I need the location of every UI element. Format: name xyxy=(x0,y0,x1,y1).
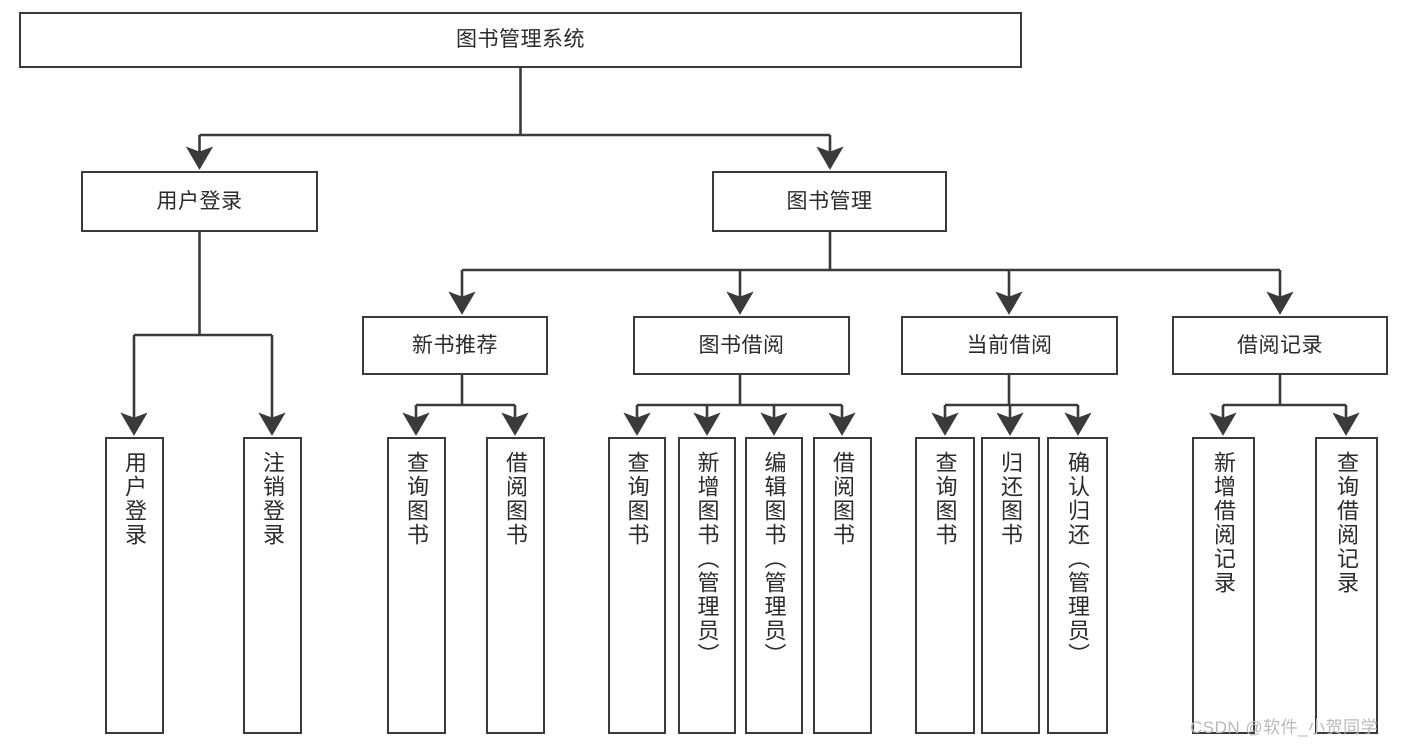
node-leaf-logout[interactable]: 注销登录 xyxy=(243,437,302,734)
node-book-borrow-label: 图书借阅 xyxy=(698,333,785,357)
node-current-borrow-label: 当前借阅 xyxy=(966,333,1053,357)
node-leaf-query-book-borrow[interactable]: 查询图书 xyxy=(608,437,666,734)
node-borrow-record[interactable]: 借阅记录 xyxy=(1172,316,1388,375)
node-new-book-recommend-label: 新书推荐 xyxy=(412,333,498,357)
watermark: CSDN @软件_小贺同学 xyxy=(1190,718,1379,737)
node-leaf-confirm-return-label: 确认归还（管理员） xyxy=(1065,451,1091,667)
node-leaf-add-book[interactable]: 新增图书（管理员） xyxy=(678,437,736,734)
node-leaf-query-record-label: 查询借阅记录 xyxy=(1334,451,1360,595)
node-book-management[interactable]: 图书管理 xyxy=(712,171,947,232)
node-user-login-label: 用户登录 xyxy=(156,189,243,213)
node-leaf-edit-book[interactable]: 编辑图书（管理员） xyxy=(745,437,803,734)
node-current-borrow[interactable]: 当前借阅 xyxy=(901,316,1118,375)
node-leaf-borrow-book-rec[interactable]: 借阅图书 xyxy=(486,437,545,734)
node-root[interactable]: 图书管理系统 xyxy=(19,12,1022,68)
node-leaf-query-book-borrow-label: 查询图书 xyxy=(624,451,650,547)
node-book-borrow[interactable]: 图书借阅 xyxy=(633,316,850,375)
node-leaf-add-book-label: 新增图书（管理员） xyxy=(694,451,720,667)
node-leaf-add-record-label: 新增借阅记录 xyxy=(1211,451,1237,595)
node-leaf-query-book-current[interactable]: 查询图书 xyxy=(915,437,975,734)
node-leaf-query-book-rec[interactable]: 查询图书 xyxy=(387,437,446,734)
node-borrow-record-label: 借阅记录 xyxy=(1237,333,1323,357)
node-leaf-return-book[interactable]: 归还图书 xyxy=(981,437,1040,734)
node-leaf-borrow-book-rec-label: 借阅图书 xyxy=(503,451,529,547)
node-leaf-borrow-book-label: 借阅图书 xyxy=(830,451,856,547)
node-root-label: 图书管理系统 xyxy=(456,28,585,52)
node-leaf-confirm-return[interactable]: 确认归还（管理员） xyxy=(1047,437,1108,734)
node-leaf-user-login[interactable]: 用户登录 xyxy=(105,437,164,734)
node-book-management-label: 图书管理 xyxy=(786,189,873,213)
node-leaf-add-record[interactable]: 新增借阅记录 xyxy=(1192,437,1255,734)
node-leaf-user-login-label: 用户登录 xyxy=(122,451,148,547)
node-new-book-recommend[interactable]: 新书推荐 xyxy=(362,316,548,375)
node-leaf-query-book-rec-label: 查询图书 xyxy=(404,451,430,547)
node-leaf-edit-book-label: 编辑图书（管理员） xyxy=(761,451,787,667)
node-leaf-borrow-book[interactable]: 借阅图书 xyxy=(813,437,872,734)
node-leaf-logout-label: 注销登录 xyxy=(260,451,286,547)
node-leaf-query-record[interactable]: 查询借阅记录 xyxy=(1315,437,1378,734)
node-leaf-return-book-label: 归还图书 xyxy=(998,451,1024,547)
node-leaf-query-book-current-label: 查询图书 xyxy=(932,451,958,547)
node-user-login[interactable]: 用户登录 xyxy=(81,171,318,232)
